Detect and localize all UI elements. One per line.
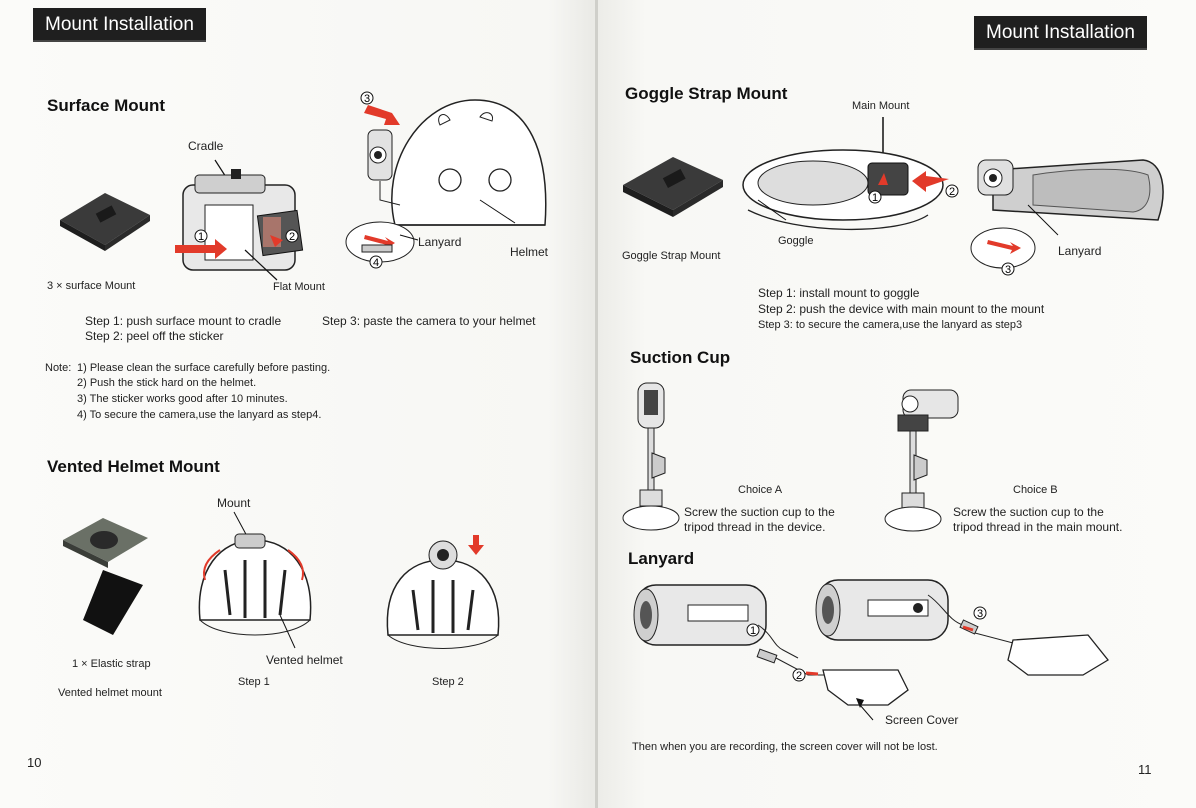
vented-helmet-step2-illustration xyxy=(386,535,500,649)
helmet-label: Helmet xyxy=(510,245,549,259)
suction-cup-a-illustration xyxy=(622,382,680,531)
step-3-marker: 3 xyxy=(360,91,374,105)
surface-caption: 3 × surface Mount xyxy=(47,280,136,292)
vented-step-2: Step 2 xyxy=(432,676,464,688)
surface-step-1: Step 1: push surface mount to cradle xyxy=(85,314,282,328)
note-2: 2) Push the stick hard on the helmet. xyxy=(77,377,257,389)
goggle-step-2: Step 2: push the device with main mount … xyxy=(758,302,1045,316)
lanyard-step3-marker: 3 xyxy=(973,606,987,620)
mount-label: Mount xyxy=(217,496,251,510)
vented-mount-image xyxy=(63,518,148,635)
screen-cover-label: Screen Cover xyxy=(885,713,959,727)
svg-text:1: 1 xyxy=(198,231,204,243)
lanyard-step1-marker: 1 xyxy=(746,623,760,637)
note-1: 1) Please clean the surface carefully be… xyxy=(77,362,331,374)
choice-a-label: Choice A xyxy=(738,484,783,496)
goggle-camera-illustration xyxy=(970,159,1164,269)
surface-mount-title: Surface Mount xyxy=(47,96,166,115)
goggle-step-1: Step 1: install mount to goggle xyxy=(758,286,920,300)
step-2-marker: 2 xyxy=(285,229,299,243)
goggle-step-3: Step 3: to secure the camera,use the lan… xyxy=(758,319,1023,331)
vented-mount-caption: Vented helmet mount xyxy=(58,687,162,699)
lanyard-label-left: Lanyard xyxy=(418,235,462,249)
step-4-marker: 4 xyxy=(369,255,383,269)
goggle-mount-pad-image xyxy=(623,157,723,217)
vented-step-1: Step 1 xyxy=(238,676,270,688)
lanyard-footer-text: Then when you are recording, the screen … xyxy=(632,741,938,753)
goggle-step1-marker: 1 xyxy=(868,190,882,204)
choice-a-text-2: tripod thread in the device. xyxy=(684,520,826,534)
note-4: 4) To secure the camera,use the lanyard … xyxy=(77,409,322,421)
svg-text:2: 2 xyxy=(289,231,295,243)
goggle-label: Goggle xyxy=(778,235,814,247)
svg-text:3: 3 xyxy=(364,93,370,105)
goggle-strap-title: Goggle Strap Mount xyxy=(625,84,788,103)
svg-text:2: 2 xyxy=(796,670,802,682)
lanyard-step2-marker: 2 xyxy=(792,668,806,682)
surface-step-3: Step 3: paste the camera to your helmet xyxy=(322,314,536,328)
vented-helmet-title: Vented Helmet Mount xyxy=(47,457,220,476)
note-3: 3) The sticker works good after 10 minut… xyxy=(77,393,288,405)
left-page-number: 10 xyxy=(27,755,42,770)
right-page-number: 11 xyxy=(1138,762,1152,777)
left-page: Mount Installation Surface Mount 3 × sur… xyxy=(0,0,596,808)
svg-text:2: 2 xyxy=(949,186,955,198)
note-head: Note: xyxy=(45,362,72,374)
choice-a-text-1: Screw the suction cup to the xyxy=(684,505,835,519)
main-mount-label: Main Mount xyxy=(852,100,910,112)
goggle-step3-marker: 3 xyxy=(1001,262,1015,276)
svg-text:1: 1 xyxy=(872,192,878,204)
goggle-mount-caption: Goggle Strap Mount xyxy=(622,250,721,262)
goggle-step2-marker: 2 xyxy=(945,184,959,198)
cradle-illustration xyxy=(175,159,304,281)
svg-text:3: 3 xyxy=(1005,264,1011,276)
vented-helmet-step1-illustration xyxy=(198,511,312,649)
right-page: Mount Installation Goggle Strap Mount Ma… xyxy=(598,0,1196,808)
step-1-marker: 1 xyxy=(194,229,208,243)
vented-helmet-label: Vented helmet xyxy=(266,653,343,667)
left-banner: Mount Installation xyxy=(33,8,206,42)
svg-text:1: 1 xyxy=(750,625,756,637)
lanyard-step3-illustration xyxy=(815,579,1109,676)
goggle-step1-illustration xyxy=(742,117,949,231)
choice-b-text-1: Screw the suction cup to the xyxy=(953,505,1104,519)
cradle-label: Cradle xyxy=(188,139,224,153)
suction-cup-title: Suction Cup xyxy=(630,348,731,367)
flat-mount-label: Flat Mount xyxy=(273,281,325,293)
svg-text:4: 4 xyxy=(373,257,379,269)
lanyard-step1-illustration xyxy=(633,584,909,721)
choice-b-label: Choice B xyxy=(1013,484,1058,496)
book-spine xyxy=(595,0,599,808)
surface-step-2: Step 2: peel off the sticker xyxy=(85,329,224,343)
lanyard-title: Lanyard xyxy=(628,549,695,568)
lanyard-label-right: Lanyard xyxy=(1058,244,1102,258)
choice-b-text-2: tripod thread in the main mount. xyxy=(953,520,1123,534)
surface-mount-pad-image xyxy=(60,193,150,251)
helmet-camera-illustration xyxy=(345,99,547,263)
svg-text:3: 3 xyxy=(977,608,983,620)
right-banner: Mount Installation xyxy=(974,16,1147,50)
suction-cup-b-illustration xyxy=(884,389,959,532)
elastic-strap-caption: 1 × Elastic strap xyxy=(72,658,151,670)
